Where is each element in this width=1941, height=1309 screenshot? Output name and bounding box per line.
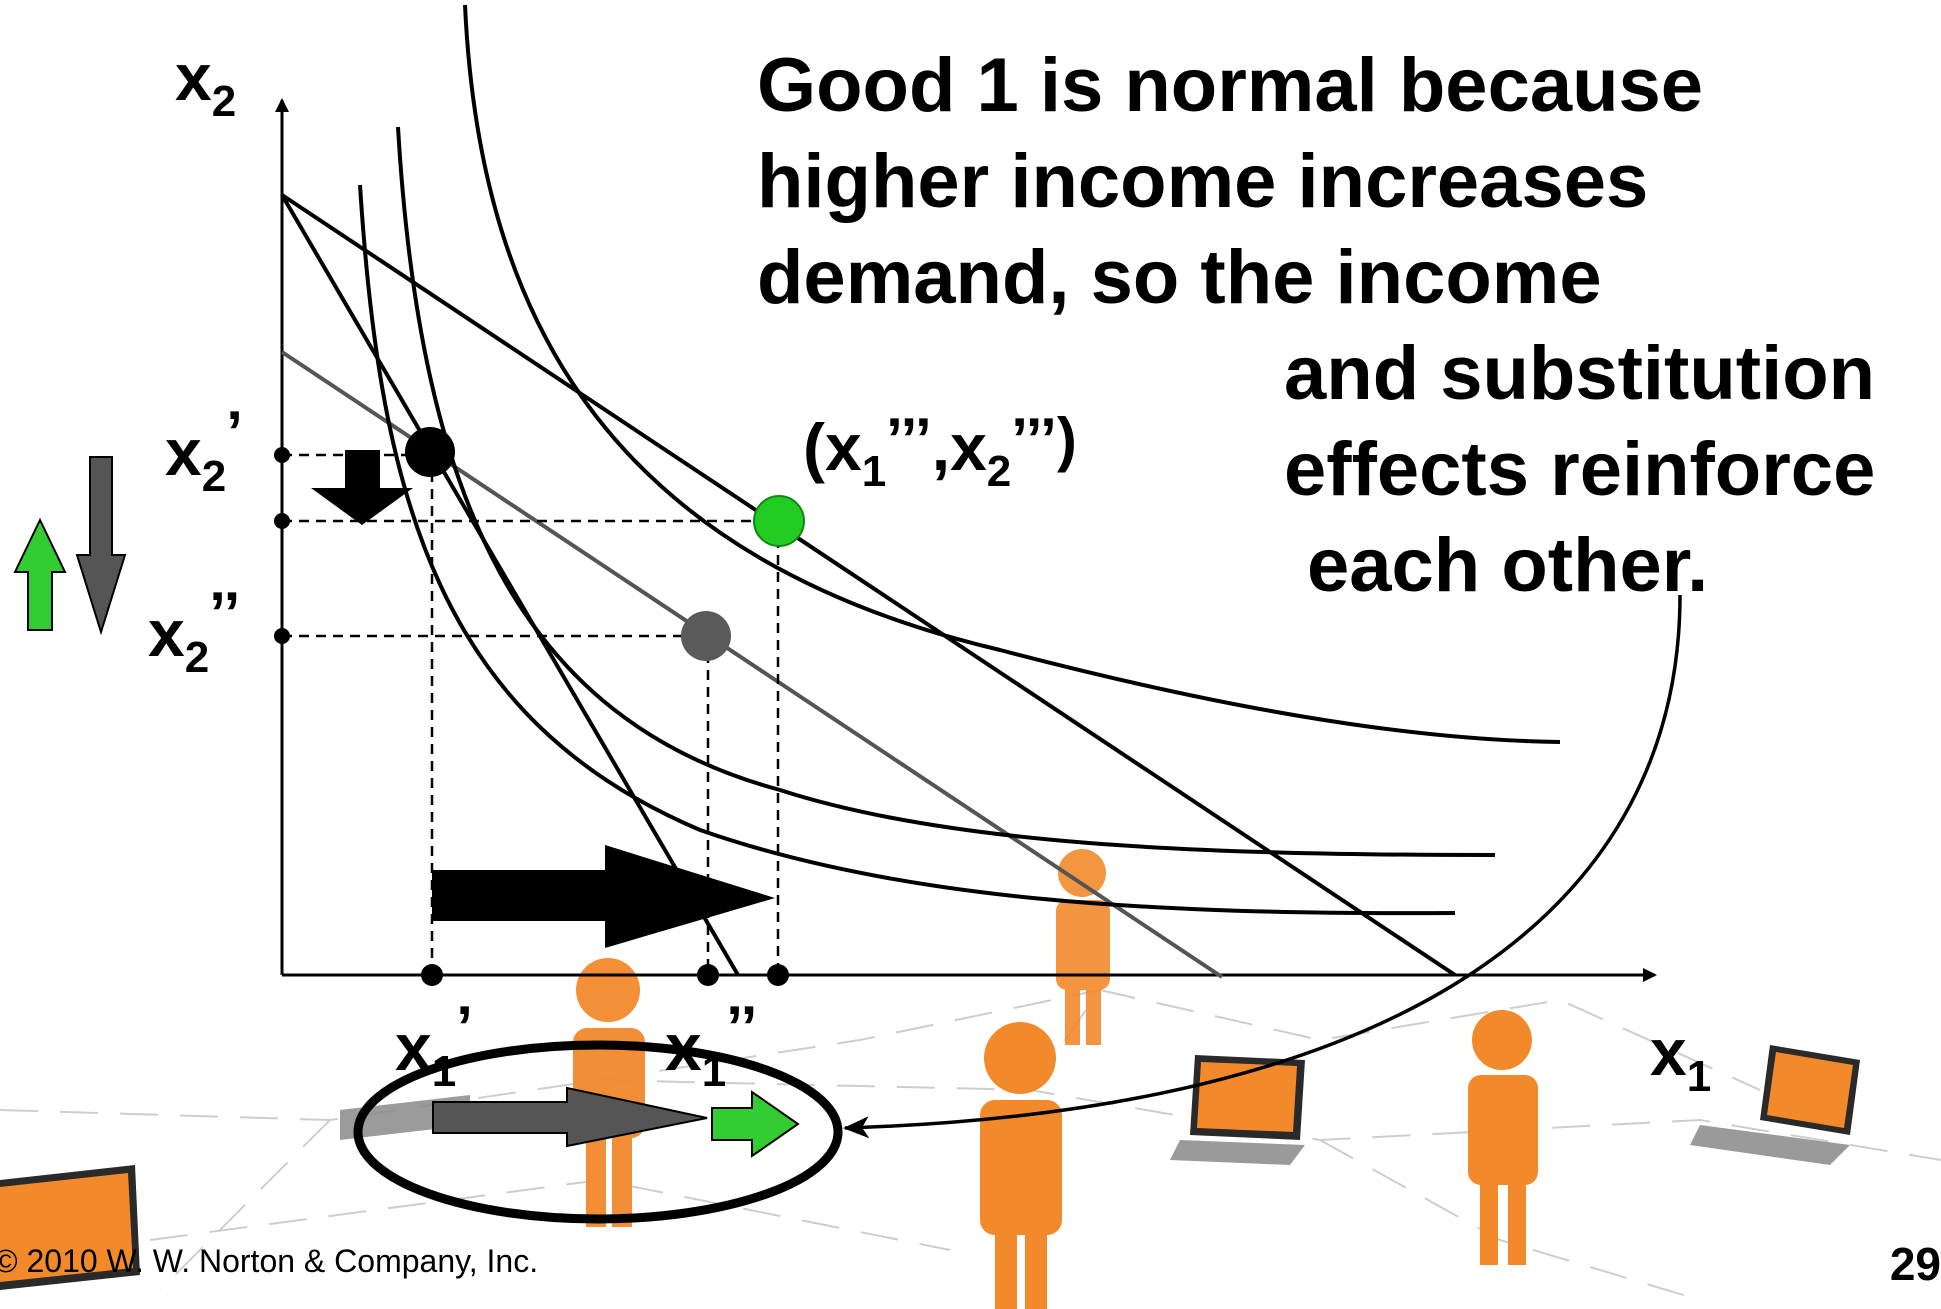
axis-tick-dots [274, 447, 789, 986]
caption-line-4: and substitution [1284, 331, 1876, 416]
x1-increase-arrow [432, 845, 775, 948]
x2-decrease-arrow [311, 450, 413, 525]
axes [275, 98, 1657, 982]
x1-prime-label: x1’ [395, 994, 473, 1096]
indifference-curve-2 [396, 126, 1496, 857]
laptop-icon [1690, 1045, 1860, 1165]
caption-line-5: effects reinforce [1284, 427, 1876, 512]
person-figure-icon [1056, 849, 1110, 1045]
intermediate-bundle-point [681, 611, 731, 661]
copyright-notice: © 2010 W. W. Norton & Company, Inc. [0, 1243, 539, 1279]
final-bundle-point [753, 495, 805, 547]
initial-bundle-point [405, 427, 455, 477]
caption-line-2: higher income increases [757, 139, 1649, 224]
x2-prime-label: x2’ [165, 399, 243, 501]
explanation-caption: Good 1 is normal because higher income i… [757, 38, 1937, 614]
indifference-curve-3 [463, 4, 1561, 744]
page-number: 29 [1889, 1238, 1941, 1290]
x2-up-arrow-green [13, 517, 67, 631]
person-figure-icon [1468, 1010, 1538, 1265]
laptop-icon [0, 1165, 140, 1290]
indifference-curves [358, 4, 1561, 916]
substitution-effect-arrow [432, 1086, 708, 1148]
final-bundle-label: (x1’’’,x2’’’) [803, 406, 1077, 496]
income-effect-arrow [711, 1090, 800, 1158]
pointer-curve-arrow [843, 594, 1682, 1139]
caption-line-1: Good 1 is normal because [757, 43, 1704, 128]
original-budget-line [280, 193, 740, 977]
person-figure-icon [980, 1022, 1062, 1309]
caption-line-6: each other. [1307, 523, 1709, 608]
x2-double-prime-label: x2’’ [148, 580, 240, 682]
x2-down-arrow-gray [75, 456, 127, 636]
x1-double-prime-label: x1’’ [665, 994, 757, 1096]
effects-ellipse [353, 1040, 843, 1224]
caption-line-3: demand, so the income [757, 235, 1602, 320]
final-budget-line [280, 193, 1457, 977]
y-axis-label: x2 [175, 40, 236, 126]
x-axis-label: x1 [1650, 1015, 1711, 1101]
indifference-curve-1 [358, 184, 1456, 916]
laptop-icon [1170, 1055, 1305, 1165]
